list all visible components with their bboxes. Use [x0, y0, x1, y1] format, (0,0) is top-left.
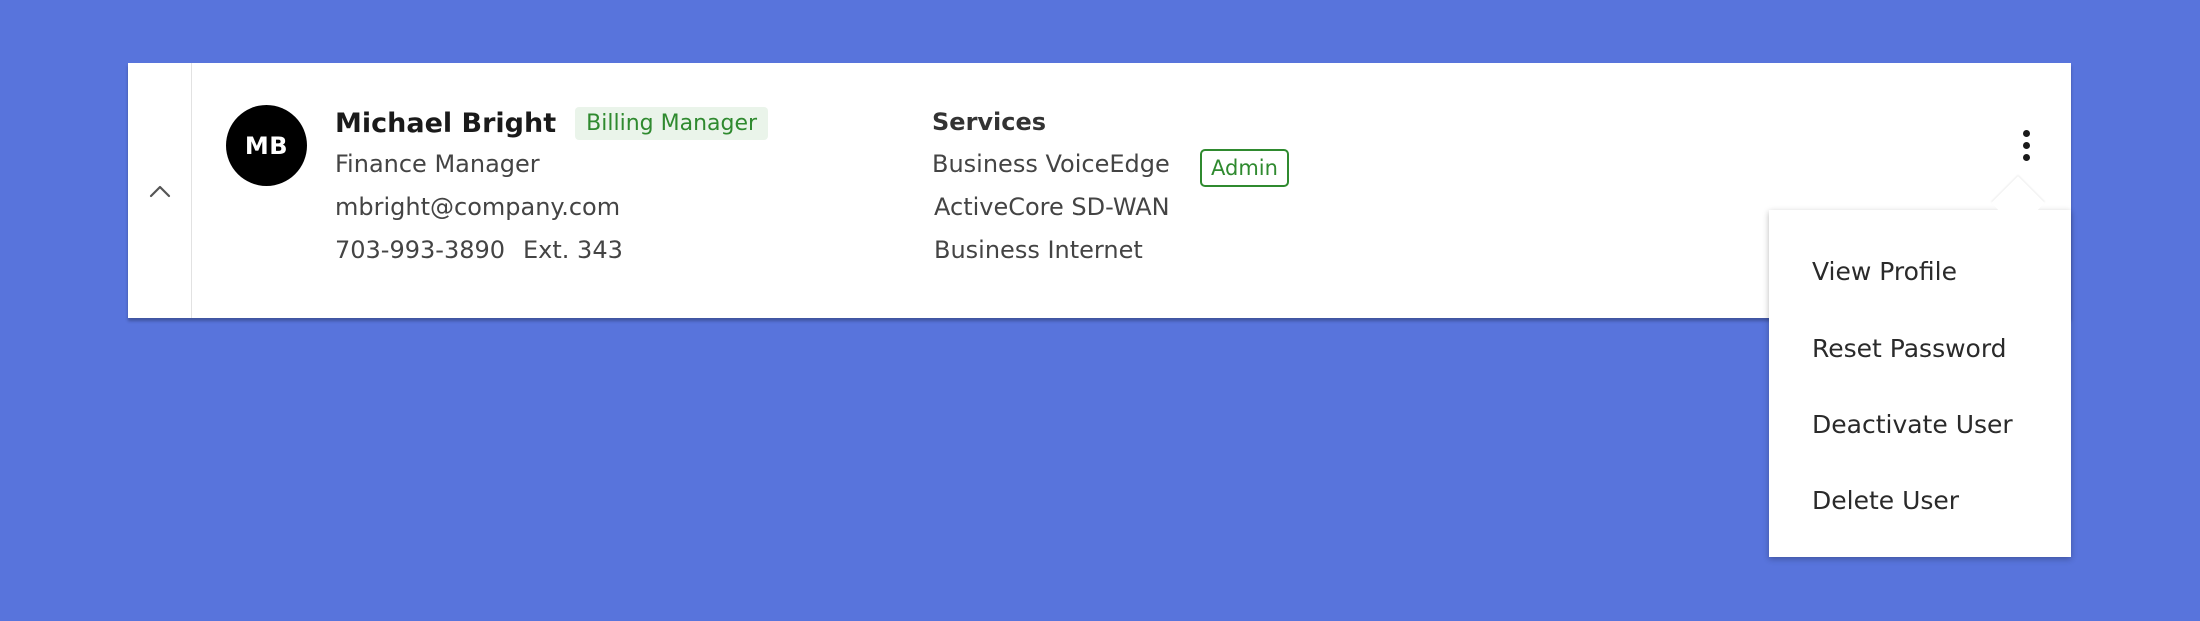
user-title: Finance Manager	[335, 150, 540, 178]
menu-item-reset-password[interactable]: Reset Password	[1812, 334, 2007, 363]
user-card: MB Michael Bright Billing Manager Financ…	[128, 63, 2071, 318]
user-name: Michael Bright	[335, 107, 557, 139]
user-name-row: Michael Bright Billing Manager	[335, 103, 769, 143]
service-item: Business VoiceEdge	[932, 150, 1170, 178]
admin-badge: Admin	[1200, 149, 1289, 187]
role-tag: Billing Manager	[575, 106, 769, 140]
more-options-button[interactable]	[2008, 123, 2044, 167]
menu-item-deactivate-user[interactable]: Deactivate User	[1812, 410, 2013, 439]
menu-pointer-mask	[1769, 210, 2071, 234]
menu-item-delete-user[interactable]: Delete User	[1812, 486, 1960, 515]
user-phone-row: 703-993-3890 Ext. 343	[335, 235, 623, 265]
more-vertical-icon-dot	[2022, 141, 2030, 149]
service-item: ActiveCore SD-WAN	[934, 193, 1170, 221]
avatar: MB	[226, 105, 307, 186]
service-item: Business Internet	[934, 236, 1143, 264]
more-vertical-icon	[2022, 129, 2030, 137]
collapse-toggle[interactable]	[128, 63, 192, 318]
user-extension: Ext. 343	[523, 236, 623, 264]
chevron-up-icon	[149, 185, 170, 197]
menu-item-view-profile[interactable]: View Profile	[1812, 257, 1958, 286]
more-vertical-icon-dot	[2022, 153, 2030, 161]
user-phone: 703-993-3890	[335, 236, 506, 264]
actions-menu: View Profile Reset Password Deactivate U…	[1769, 210, 2071, 557]
services-heading: Services	[932, 108, 1047, 136]
user-email: mbright@company.com	[335, 193, 621, 221]
